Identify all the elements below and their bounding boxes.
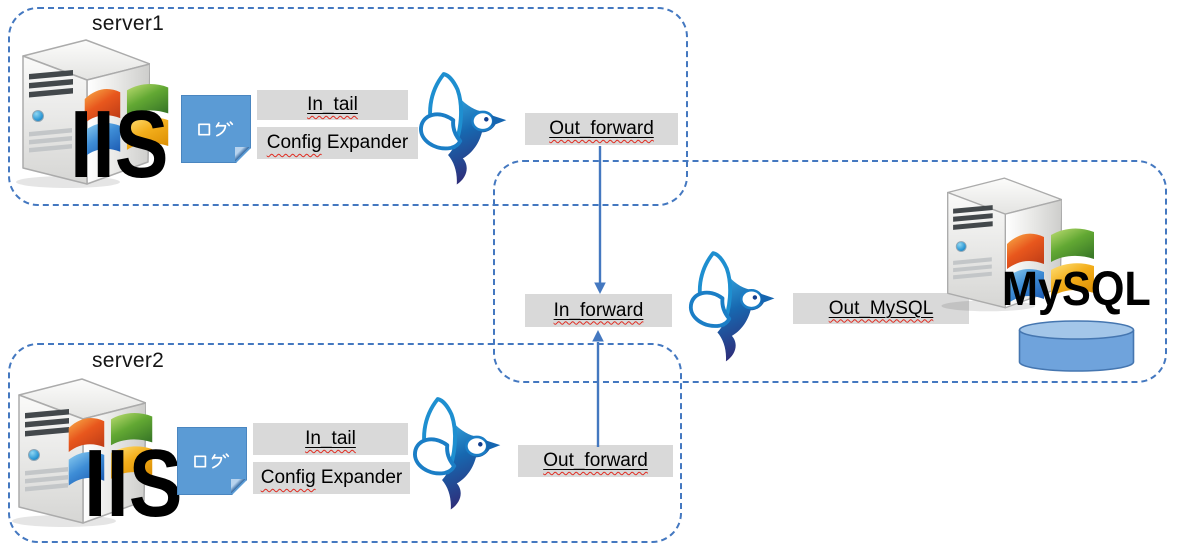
log-note-icon: ログ — [177, 427, 247, 495]
plugin-label-in-forward: In_forward — [525, 294, 672, 327]
server2-title: server2 — [92, 349, 165, 372]
plugin-label-config-expander: Config Expander — [253, 462, 410, 494]
fluentd-bird-icon — [409, 388, 509, 518]
plugin-label-in-tail: In_tail — [257, 90, 408, 120]
plugin-label-config-expander: Config Expander — [257, 127, 418, 159]
iis-label: IIS — [70, 91, 169, 198]
group-box-server2 — [8, 343, 682, 543]
plugin-label-out-forward: Out_forward — [518, 445, 673, 477]
group-box-aggregator — [493, 160, 1167, 383]
plugin-label-out-mysql: Out_MySQL — [793, 293, 969, 324]
fluentd-bird-icon — [415, 56, 515, 200]
group-box-server1 — [8, 7, 688, 206]
log-note-text-glyphs — [193, 453, 231, 470]
mysql-label: MySQL — [1002, 263, 1151, 316]
plugin-label-out-forward: Out_forward — [525, 113, 678, 145]
plugin-label-in-tail: In_tail — [253, 423, 408, 455]
server1-title: server1 — [92, 12, 165, 35]
log-note-text-glyphs — [197, 121, 235, 138]
fluentd-bird-icon — [685, 238, 783, 374]
database-cylinder-icon — [1018, 320, 1135, 372]
log-note-icon: ログ — [181, 95, 251, 163]
iis-label: IIS — [84, 430, 183, 537]
